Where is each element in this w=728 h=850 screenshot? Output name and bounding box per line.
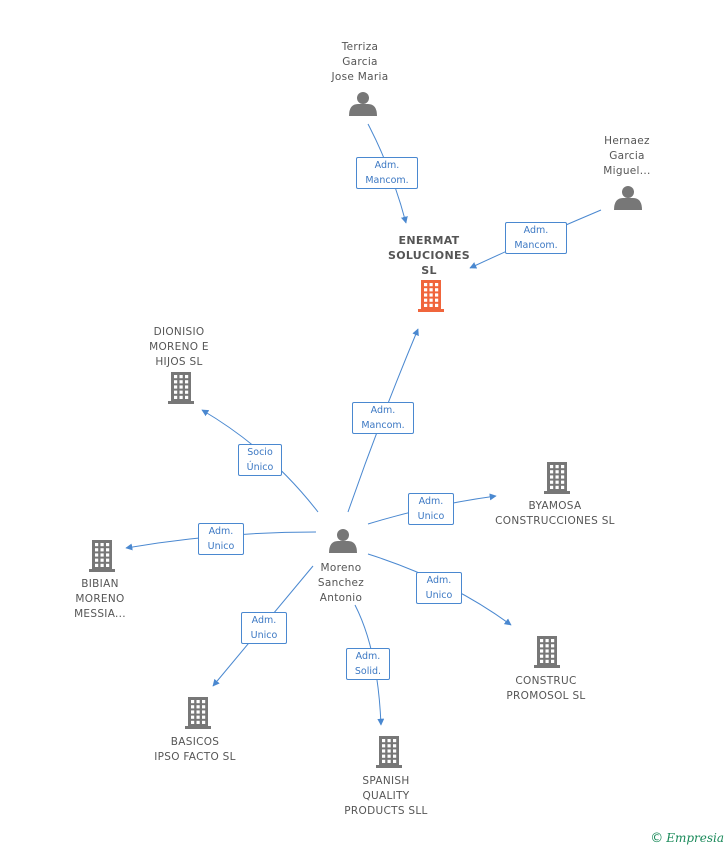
node-label-line: HIJOS SL xyxy=(155,356,203,368)
relation-label-hernaez-enermat[interactable]: Adm. Mancom. xyxy=(505,222,567,254)
node-label-line: DIONISIO xyxy=(153,326,205,338)
node-label-line: CONSTRUC xyxy=(515,675,577,687)
relation-label-line: Unico xyxy=(417,511,445,522)
copyright-icon: © xyxy=(650,831,664,846)
relation-label-line: Único xyxy=(246,462,274,473)
relation-label-moreno-construc[interactable]: Adm. Unico xyxy=(416,572,462,604)
person-icon-hernaez[interactable] xyxy=(614,186,642,210)
node-label-line: MORENO xyxy=(75,593,125,605)
node-label-line: Antonio xyxy=(319,592,363,604)
node-label-line: SPANISH xyxy=(362,775,410,787)
node-label-line: MORENO E xyxy=(149,341,209,353)
company-icon-dionisio[interactable] xyxy=(168,372,194,404)
company-icon-construc[interactable] xyxy=(534,636,560,668)
relation-label-moreno-basicos[interactable]: Adm. Unico xyxy=(241,612,287,644)
node-label-byamosa[interactable]: BYAMOSA CONSTRUCCIONES SL xyxy=(495,499,615,529)
relation-label-line: Mancom. xyxy=(514,240,558,251)
node-label-line: PRODUCTS SLL xyxy=(344,805,428,817)
relation-label-line: Adm. xyxy=(418,496,444,507)
brand-watermark: ©Empresia xyxy=(650,831,724,846)
company-icon-bibian[interactable] xyxy=(89,540,115,572)
company-icon-basicos[interactable] xyxy=(185,697,211,729)
node-label-line: Hernaez xyxy=(604,135,650,147)
node-label-line: SOLUCIONES xyxy=(388,249,470,262)
relation-label-line: Unico xyxy=(207,541,235,552)
relation-label-line: Unico xyxy=(425,590,453,601)
relation-label-line: Mancom. xyxy=(361,420,405,431)
relation-label-line: Mancom. xyxy=(365,175,409,186)
node-label-line: Moreno xyxy=(320,562,362,574)
relation-label-line: Adm. xyxy=(426,575,452,586)
node-label-line: Garcia xyxy=(609,150,645,162)
node-label-line: BYAMOSA xyxy=(528,500,582,512)
node-label-line: MESSIA... xyxy=(74,608,126,620)
relation-label-line: Adm. xyxy=(208,526,234,537)
node-label-line: SL xyxy=(421,264,437,277)
relation-label-line: Socio xyxy=(247,447,273,458)
node-label-enermat[interactable]: ENERMAT SOLUCIONES SL xyxy=(388,233,470,278)
node-label-line: IPSO FACTO SL xyxy=(154,751,236,763)
relation-label-moreno-byamosa[interactable]: Adm. Unico xyxy=(408,493,454,525)
node-label-line: Garcia xyxy=(342,56,378,68)
relation-label-line: Solid. xyxy=(354,666,382,677)
node-label-line: Sanchez xyxy=(317,577,365,589)
brand-name: Empresia xyxy=(666,831,724,845)
company-icon-byamosa[interactable] xyxy=(544,462,570,494)
node-label-line: Miguel... xyxy=(603,165,651,177)
person-icon-moreno[interactable] xyxy=(329,529,357,553)
relation-label-terriza-enermat[interactable]: Adm. Mancom. xyxy=(356,157,418,189)
node-label-dionisio[interactable]: DIONISIO MORENO E HIJOS SL xyxy=(149,325,209,370)
person-icon-terriza[interactable] xyxy=(349,92,377,116)
node-label-line: BIBIAN xyxy=(81,578,119,590)
relation-label-line: Adm. xyxy=(374,160,400,171)
relation-label-moreno-bibian[interactable]: Adm. Unico xyxy=(198,523,244,555)
relation-label-line: Adm. xyxy=(251,615,277,626)
node-label-spanish[interactable]: SPANISH QUALITY PRODUCTS SLL xyxy=(344,774,427,819)
node-label-bibian[interactable]: BIBIAN MORENO MESSIA... xyxy=(74,577,126,622)
company-icon-spanish[interactable] xyxy=(376,736,402,768)
node-label-line: Terriza xyxy=(341,41,379,53)
node-label-line: BASICOS xyxy=(170,736,220,748)
relation-label-line: Adm. xyxy=(523,225,549,236)
node-label-construc[interactable]: CONSTRUC PROMOSOL SL xyxy=(506,674,585,704)
node-label-line: CONSTRUCCIONES SL xyxy=(495,515,615,527)
main-company-icon-enermat[interactable] xyxy=(418,280,444,312)
node-label-line: ENERMAT xyxy=(398,234,460,247)
node-label-line: Jose Maria xyxy=(331,71,389,83)
node-label-line: QUALITY xyxy=(362,790,410,802)
relation-label-line: Unico xyxy=(250,630,278,641)
relation-label-moreno-enermat[interactable]: Adm. Mancom. xyxy=(352,402,414,434)
node-label-basicos[interactable]: BASICOS IPSO FACTO SL xyxy=(154,735,236,765)
node-label-line: PROMOSOL SL xyxy=(506,690,586,702)
relation-label-moreno-spanish[interactable]: Adm. Solid. xyxy=(346,648,390,680)
relation-label-line: Adm. xyxy=(355,651,381,662)
relation-label-line: Adm. xyxy=(370,405,396,416)
